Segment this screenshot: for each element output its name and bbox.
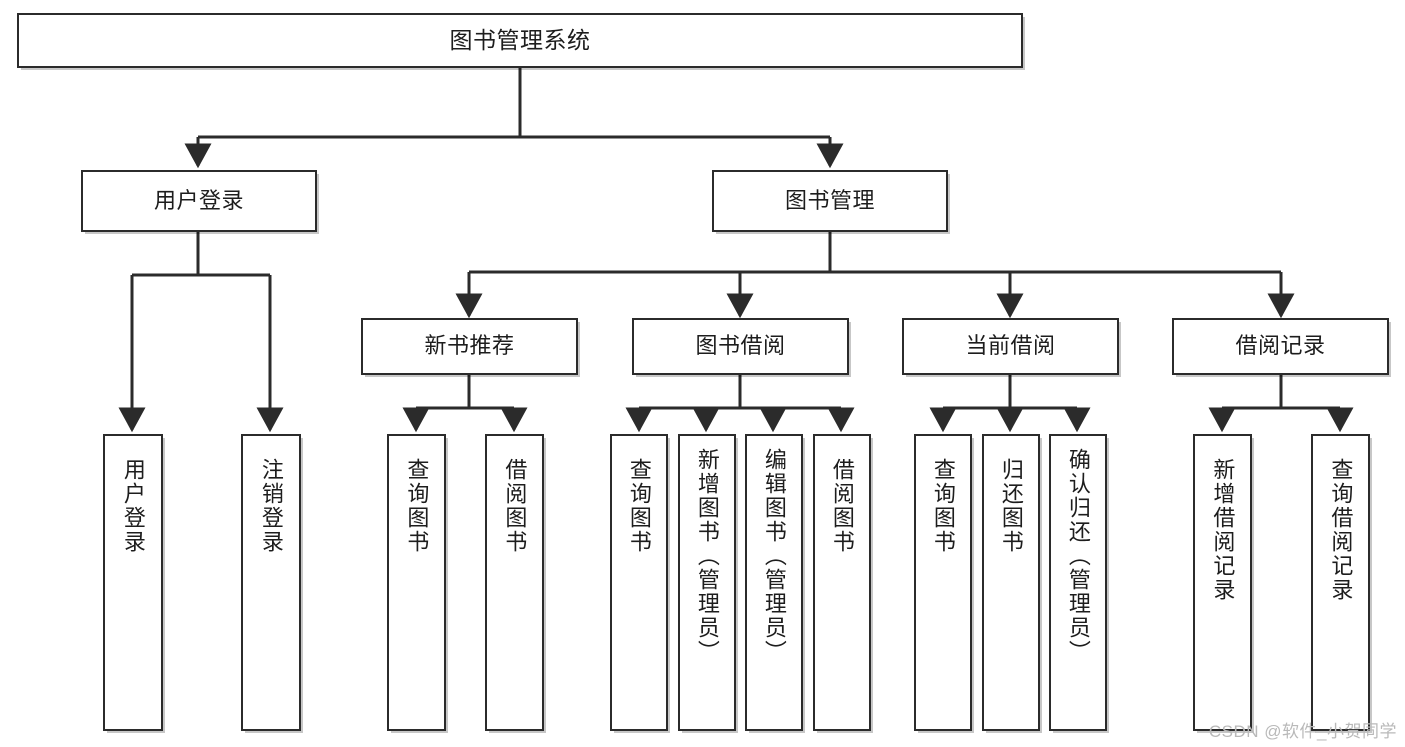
node-root[interactable]: 图书管理系统	[17, 13, 1023, 68]
node-leaf-query-book-1-label: 查询图书	[404, 458, 430, 554]
node-current-borrow-label: 当前借阅	[965, 333, 1056, 359]
node-root-label: 图书管理系统	[449, 27, 591, 54]
node-leaf-return-book[interactable]: 归还图书	[982, 434, 1040, 731]
node-user-login-label: 用户登录	[153, 187, 244, 213]
watermark-text: CSDN @软件_小贺同学	[1208, 722, 1397, 741]
node-book-manage-label: 图书管理	[784, 187, 875, 213]
node-borrow-record-label: 借阅记录	[1235, 333, 1326, 359]
node-leaf-user-login-label: 用户登录	[120, 458, 146, 554]
node-leaf-add-record[interactable]: 新增借阅记录	[1193, 434, 1252, 731]
node-leaf-edit-book-label: 编辑图书（管理员）	[761, 448, 787, 664]
node-leaf-user-logout[interactable]: 注销登录	[241, 434, 301, 731]
node-leaf-borrow-book-1[interactable]: 借阅图书	[485, 434, 544, 731]
node-leaf-return-book-label: 归还图书	[998, 458, 1024, 554]
node-leaf-query-book-2[interactable]: 查询图书	[610, 434, 668, 731]
node-leaf-confirm-return[interactable]: 确认归还（管理员）	[1049, 434, 1107, 731]
node-leaf-borrow-book-2[interactable]: 借阅图书	[813, 434, 871, 731]
node-leaf-borrow-book-1-label: 借阅图书	[502, 458, 528, 554]
node-leaf-user-logout-label: 注销登录	[258, 458, 284, 554]
node-leaf-query-book-1[interactable]: 查询图书	[387, 434, 446, 731]
node-current-borrow[interactable]: 当前借阅	[902, 318, 1119, 375]
node-leaf-add-book[interactable]: 新增图书（管理员）	[678, 434, 736, 731]
node-leaf-query-record-label: 查询借阅记录	[1328, 458, 1354, 602]
node-leaf-confirm-return-label: 确认归还（管理员）	[1065, 448, 1091, 664]
node-user-login[interactable]: 用户登录	[81, 170, 317, 232]
node-book-borrow[interactable]: 图书借阅	[632, 318, 849, 375]
node-borrow-record[interactable]: 借阅记录	[1172, 318, 1389, 375]
node-leaf-query-record[interactable]: 查询借阅记录	[1311, 434, 1370, 731]
node-leaf-query-book-3[interactable]: 查询图书	[914, 434, 972, 731]
node-leaf-query-book-3-label: 查询图书	[930, 458, 956, 554]
node-leaf-user-login[interactable]: 用户登录	[103, 434, 163, 731]
node-book-manage[interactable]: 图书管理	[712, 170, 948, 232]
node-leaf-add-book-label: 新增图书（管理员）	[694, 448, 720, 664]
node-new-book-rec[interactable]: 新书推荐	[361, 318, 578, 375]
node-leaf-add-record-label: 新增借阅记录	[1210, 458, 1236, 602]
node-book-borrow-label: 图书借阅	[695, 333, 786, 359]
node-new-book-rec-label: 新书推荐	[424, 333, 515, 359]
node-leaf-query-book-2-label: 查询图书	[626, 458, 652, 554]
node-leaf-edit-book[interactable]: 编辑图书（管理员）	[745, 434, 803, 731]
node-leaf-borrow-book-2-label: 借阅图书	[829, 458, 855, 554]
